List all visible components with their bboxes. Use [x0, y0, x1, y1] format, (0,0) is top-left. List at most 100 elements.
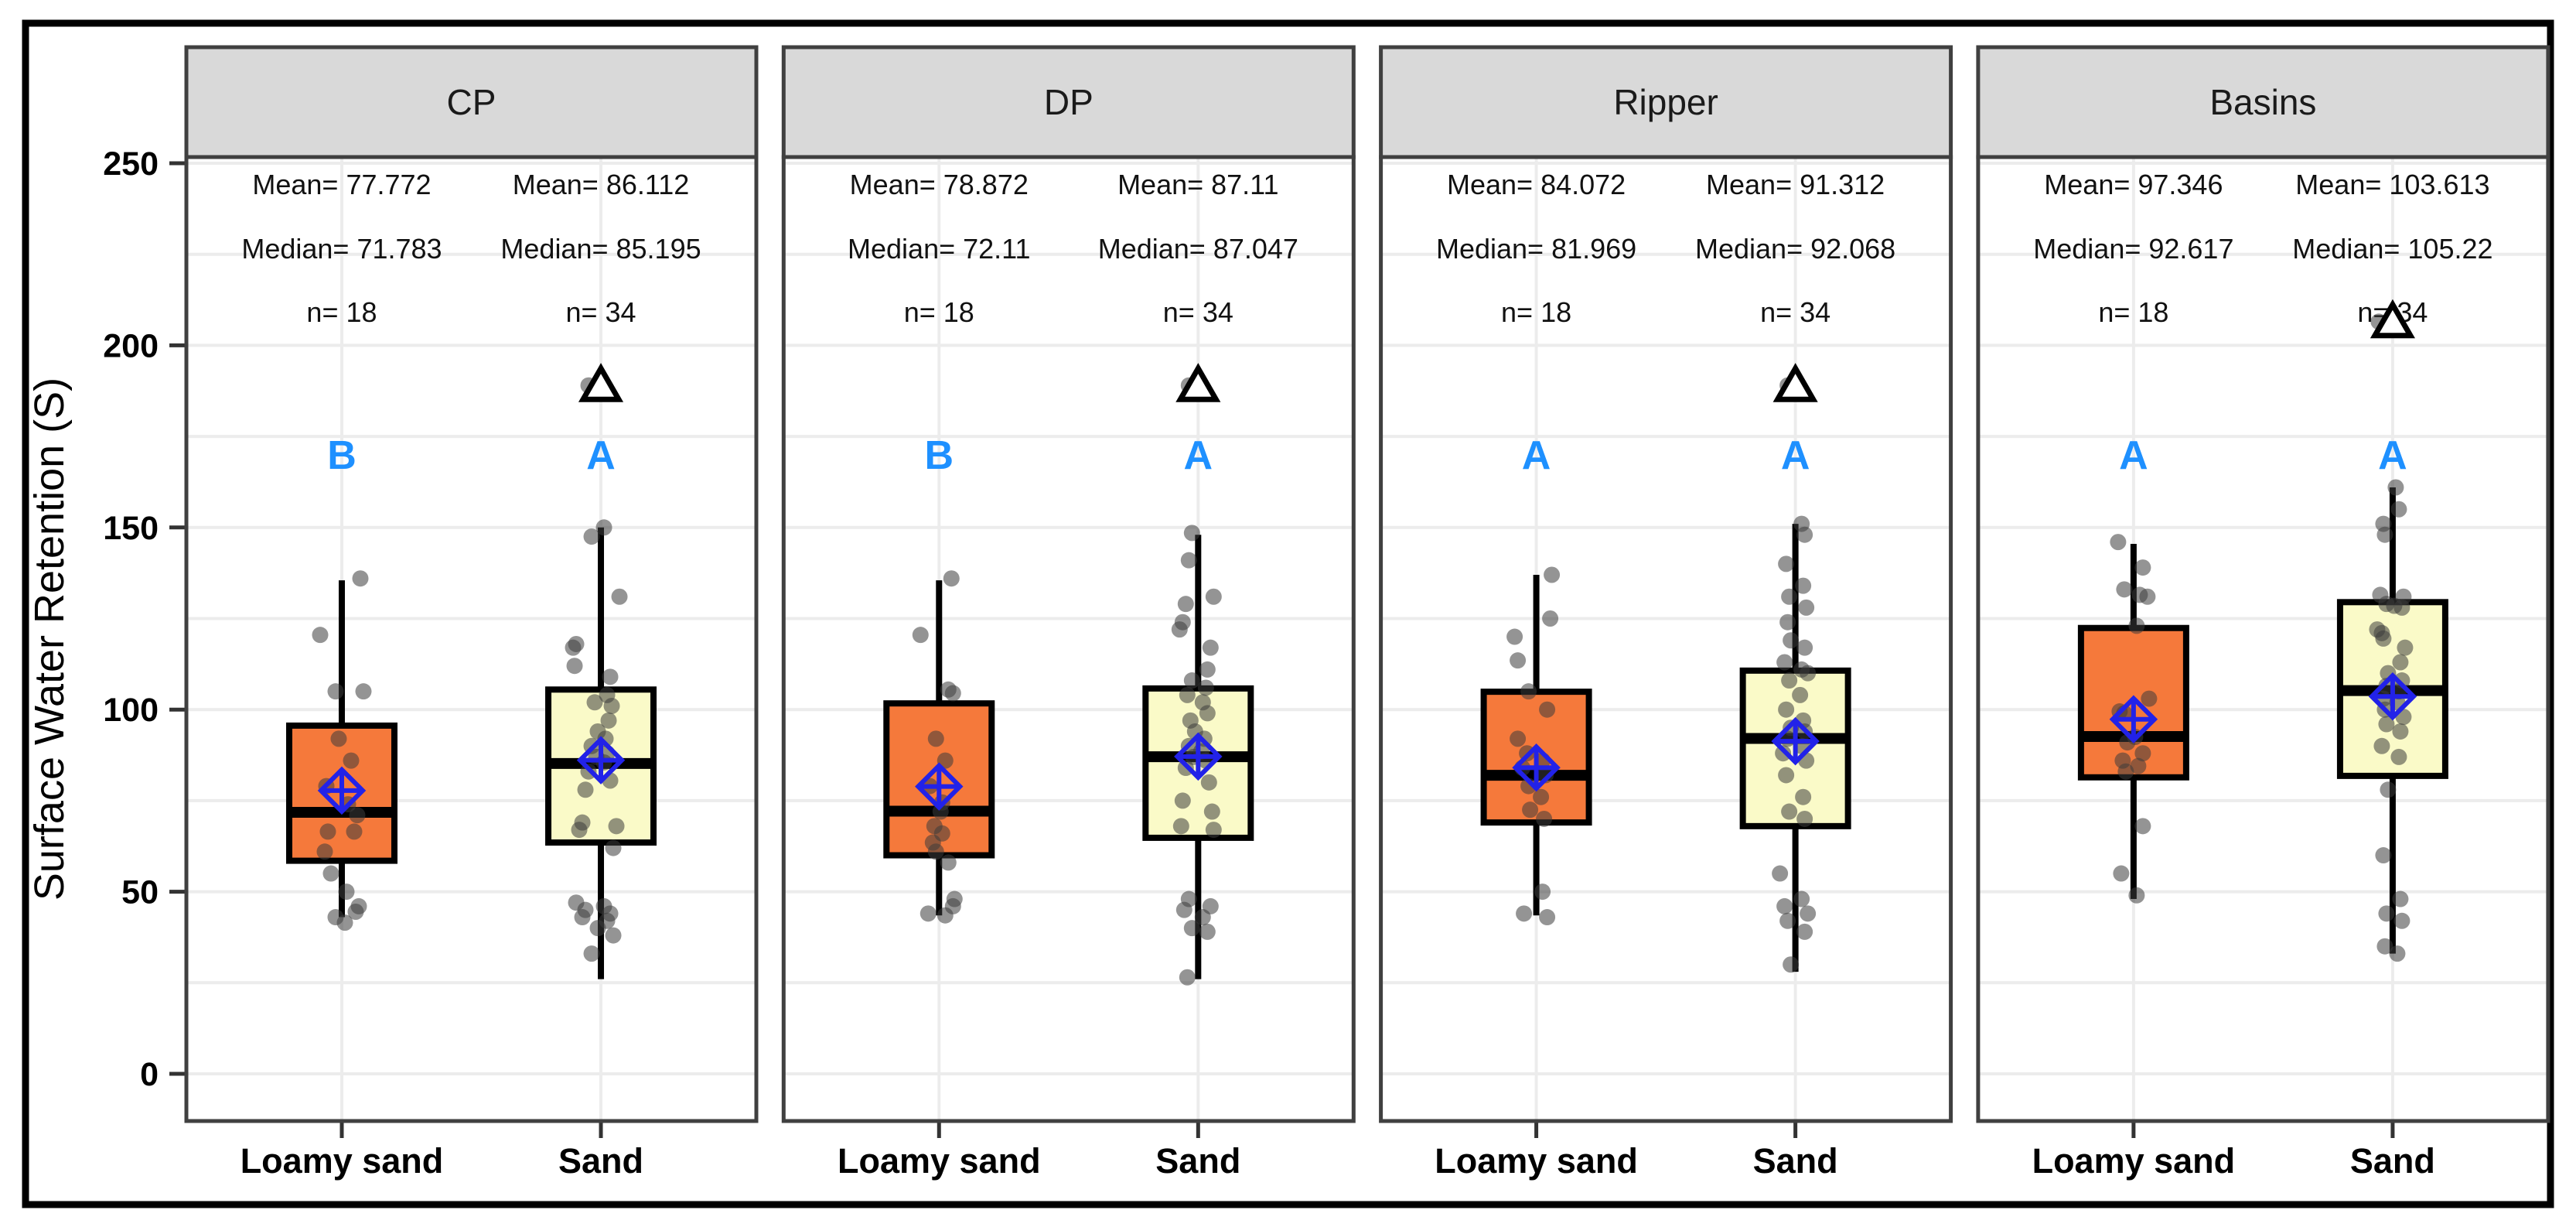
significance-letter: B [327, 433, 357, 478]
panel-border [1976, 155, 2550, 1123]
median-annotation: Median= 87.047 [1098, 233, 1298, 265]
jitter-point [1778, 767, 1795, 784]
panel-background [783, 157, 1354, 1121]
jitter-point [602, 668, 619, 685]
jitter-point [2387, 479, 2404, 496]
jitter-point [2376, 938, 2393, 955]
jitter-point [2139, 588, 2156, 605]
jitter-point [2116, 581, 2133, 598]
jitter-point [586, 694, 603, 711]
jitter-point [355, 683, 372, 700]
mean-diamond-marker [1512, 743, 1561, 792]
median-annotation: Median= 81.969 [1436, 233, 1636, 265]
jitter-point [566, 658, 583, 675]
x-axis-category-label: Sand [1753, 1141, 1838, 1181]
jitter-point [2130, 757, 2147, 774]
jitter-point [1775, 745, 1792, 762]
jitter-point [577, 781, 594, 798]
jitter-point [2134, 745, 2151, 762]
jitter-point [1194, 909, 1211, 926]
median-annotation: Median= 92.617 [2033, 233, 2233, 265]
jitter-point [352, 570, 369, 587]
jitter-point [1778, 555, 1795, 572]
jitter-point [1536, 810, 1553, 827]
median-annotation: Median= 85.195 [500, 233, 701, 265]
median-annotation: Median= 72.11 [848, 233, 1031, 265]
jitter-point [1779, 614, 1796, 631]
y-axis-tick-label: 100 [103, 692, 159, 729]
jitter-point [2390, 748, 2407, 765]
strip-title: DP [1044, 82, 1094, 122]
jitter-point [1781, 588, 1798, 605]
x-axis-category-label: Loamy sand [838, 1141, 1041, 1181]
panel-background [1977, 157, 2548, 1121]
jitter-point [2397, 639, 2414, 656]
jitter-point [1781, 803, 1798, 820]
jitter-point [2375, 847, 2392, 864]
jitter-point [1778, 701, 1795, 718]
jitter-point [608, 818, 625, 835]
jitter-point [1796, 526, 1813, 543]
jitter-point [2128, 617, 2145, 634]
jitter-point [2380, 781, 2397, 798]
outlier-triangle [2370, 299, 2415, 339]
y-axis-title: Surface Water Retention (S) [26, 378, 73, 901]
strip-header [1379, 45, 1953, 159]
jitter-point [1506, 628, 1523, 645]
jitter-point [1779, 912, 1796, 929]
x-axis-category-label: Loamy sand [241, 1141, 444, 1181]
x-axis-category-label: Sand [558, 1141, 643, 1181]
y-axis-tick-label: 250 [103, 145, 159, 183]
jitter-point [1798, 599, 1815, 616]
jitter-point [336, 914, 353, 931]
jitter-point [1197, 679, 1214, 696]
n-annotation: n= 34 [565, 296, 636, 328]
y-axis-tick-label: 0 [140, 1056, 159, 1093]
jitter-point [1783, 632, 1800, 649]
jitter-point [2393, 912, 2411, 929]
n-annotation: n= 18 [306, 296, 377, 328]
jitter-point [1800, 665, 1817, 682]
jitter-point [1200, 774, 1217, 791]
mean-annotation: Mean= 103.613 [2295, 169, 2489, 200]
mean-diamond-marker [576, 736, 626, 784]
jitter-point [920, 905, 937, 922]
strip-header [781, 45, 1356, 159]
jitter-point [1199, 661, 1216, 678]
jitter-point [2392, 890, 2409, 907]
jitter-point [1199, 923, 1216, 940]
jitter-point [2378, 905, 2395, 922]
y-axis-tick-label: 50 [121, 874, 159, 911]
jitter-point [605, 927, 622, 944]
median-annotation: Median= 105.22 [2292, 233, 2492, 265]
jitter-point [1796, 923, 1813, 940]
strip-title: Ripper [1613, 82, 1718, 122]
jitter-point [565, 639, 582, 656]
significance-letter: A [1781, 433, 1810, 478]
jitter-point [1781, 672, 1798, 689]
jitter-point [574, 909, 591, 926]
figure-border [22, 19, 2554, 1208]
mean-diamond-marker [2109, 695, 2158, 743]
jitter-point [2373, 737, 2390, 754]
mean-annotation: Mean= 86.112 [513, 169, 690, 200]
y-axis-tick-label: 150 [103, 510, 159, 547]
jitter-point [1183, 672, 1200, 689]
jitter-point [343, 752, 360, 769]
jitter-point [338, 884, 355, 901]
jitter-point [2113, 865, 2130, 882]
y-axis-tick-label: 200 [103, 327, 159, 364]
panel-border [1379, 155, 1953, 1123]
jitter-point [1772, 865, 1789, 882]
jitter-point [327, 683, 344, 700]
strip-header [184, 45, 759, 159]
jitter-point [319, 823, 336, 840]
strip-title: CP [447, 82, 496, 122]
jitter-point [1510, 652, 1527, 669]
panel-background [186, 157, 756, 1121]
jitter-point [583, 945, 600, 962]
jitter-point [2141, 690, 2158, 707]
